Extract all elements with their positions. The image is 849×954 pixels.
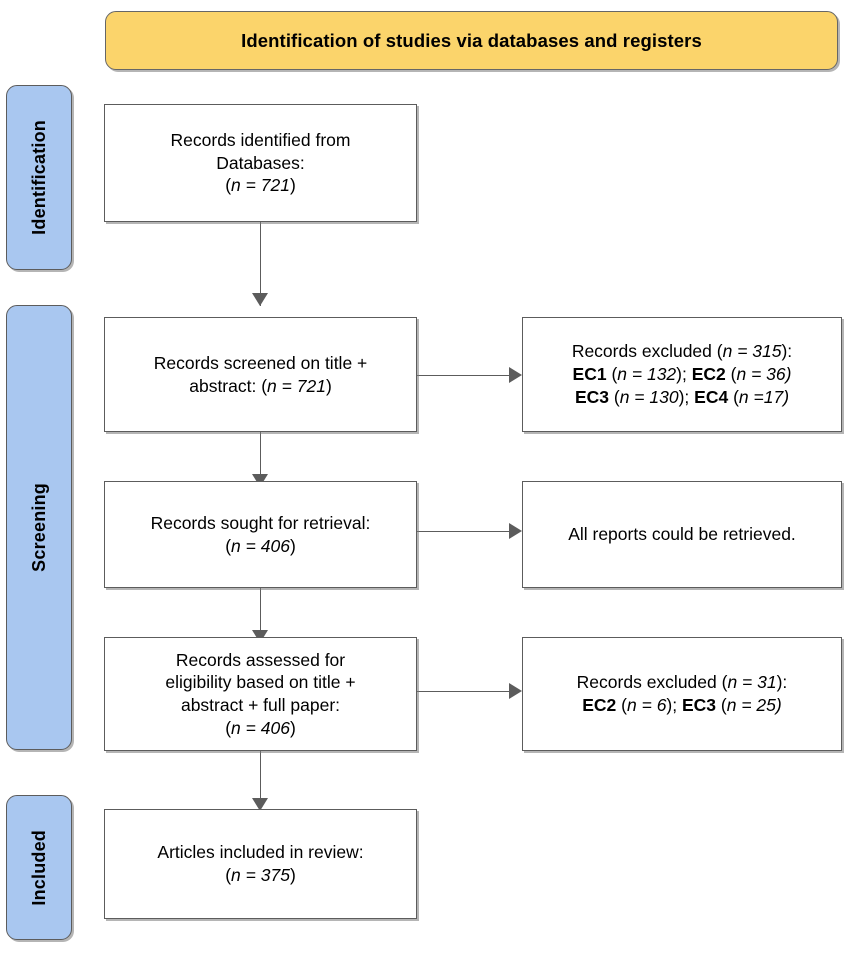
connector-arrow-screened-to-excluded: [509, 367, 522, 383]
diagram-title-text: Identification of studies via databases …: [241, 29, 702, 51]
box-records-excluded-screening-text: Records excluded (n = 315): EC1 (n = 132…: [562, 340, 802, 408]
stage-bar-included: Included: [6, 795, 72, 940]
stage-bar-screening: Screening: [6, 305, 72, 750]
box-records-screened-text: Records screened on title + abstract: (n…: [144, 352, 378, 398]
connector-line-sought-to-assessed: [260, 588, 261, 643]
excluded-screening-line2: EC1 (n = 132); EC2 (n = 36): [572, 364, 792, 385]
all-reports-retrieved-text: All reports could be retrieved.: [568, 524, 796, 545]
box-records-excluded-eligibility: Records excluded (n = 31): EC2 (n = 6); …: [522, 637, 842, 751]
box-records-sought: Records sought for retrieval: (n = 406): [104, 481, 417, 588]
box-records-excluded-screening: Records excluded (n = 315): EC1 (n = 132…: [522, 317, 842, 432]
stage-label-identification: Identification: [28, 120, 49, 235]
excluded-screening-line3: EC3 (n = 130); EC4 (n =17): [574, 386, 790, 407]
box-records-assessed: Records assessed for eligibility based o…: [104, 637, 417, 751]
articles-included-count: (n = 375): [225, 865, 296, 885]
records-identified-count: (n = 721): [225, 175, 296, 196]
connector-line-identified-to-screened: [260, 222, 261, 306]
records-assessed-count: (n = 406): [225, 717, 296, 738]
box-records-assessed-text: Records assessed for eligibility based o…: [155, 649, 365, 740]
connector-line-assessed-to-excluded: [417, 691, 512, 692]
diagram-title-banner: Identification of studies via databases …: [105, 11, 838, 70]
records-identified-line2: Databases:: [216, 152, 305, 173]
connector-line-sought-to-retrieved: [417, 531, 512, 532]
connector-line-assessed-to-included: [260, 751, 261, 811]
box-articles-included-text: Articles included in review: (n = 375): [147, 841, 373, 887]
excluded-eligibility-line2: EC2 (n = 6); EC3 (n = 25): [582, 695, 782, 715]
connector-arrow-identified-to-screened: [252, 293, 268, 306]
records-sought-line1: Records sought for retrieval:: [150, 512, 371, 533]
stage-label-included: Included: [28, 829, 49, 906]
box-records-screened: Records screened on title + abstract: (n…: [104, 317, 417, 432]
records-screened-line1: Records screened on title +: [153, 352, 368, 373]
box-all-reports-retrieved: All reports could be retrieved.: [522, 481, 842, 588]
stage-bar-identification: Identification: [6, 85, 72, 270]
records-screened-line2: abstract: (n = 721): [189, 375, 332, 396]
box-records-identified: Records identified from Databases: (n = …: [104, 104, 417, 222]
excluded-eligibility-line1: Records excluded (n = 31):: [576, 672, 788, 693]
records-identified-line1: Records identified from: [170, 129, 351, 150]
records-assessed-line2: eligibility based on title +: [165, 672, 356, 693]
connector-arrow-assessed-to-included: [252, 798, 268, 811]
box-records-excluded-eligibility-text: Records excluded (n = 31): EC2 (n = 6); …: [567, 671, 798, 717]
excluded-screening-line1: Records excluded (n = 315):: [571, 341, 793, 362]
connector-line-screened-to-excluded: [417, 375, 512, 376]
connector-arrow-sought-to-retrieved: [509, 523, 522, 539]
records-assessed-line3: abstract + full paper:: [180, 695, 341, 715]
stage-label-screening: Screening: [28, 483, 49, 572]
box-articles-included: Articles included in review: (n = 375): [104, 809, 417, 919]
box-records-sought-text: Records sought for retrieval: (n = 406): [141, 512, 381, 558]
articles-included-line1: Articles included in review:: [157, 842, 364, 863]
records-sought-count: (n = 406): [225, 535, 296, 556]
connector-line-screened-to-sought: [260, 432, 261, 487]
connector-arrow-assessed-to-excluded: [509, 683, 522, 699]
box-records-identified-text: Records identified from Databases: (n = …: [161, 129, 361, 197]
records-assessed-line1: Records assessed for: [175, 649, 346, 670]
